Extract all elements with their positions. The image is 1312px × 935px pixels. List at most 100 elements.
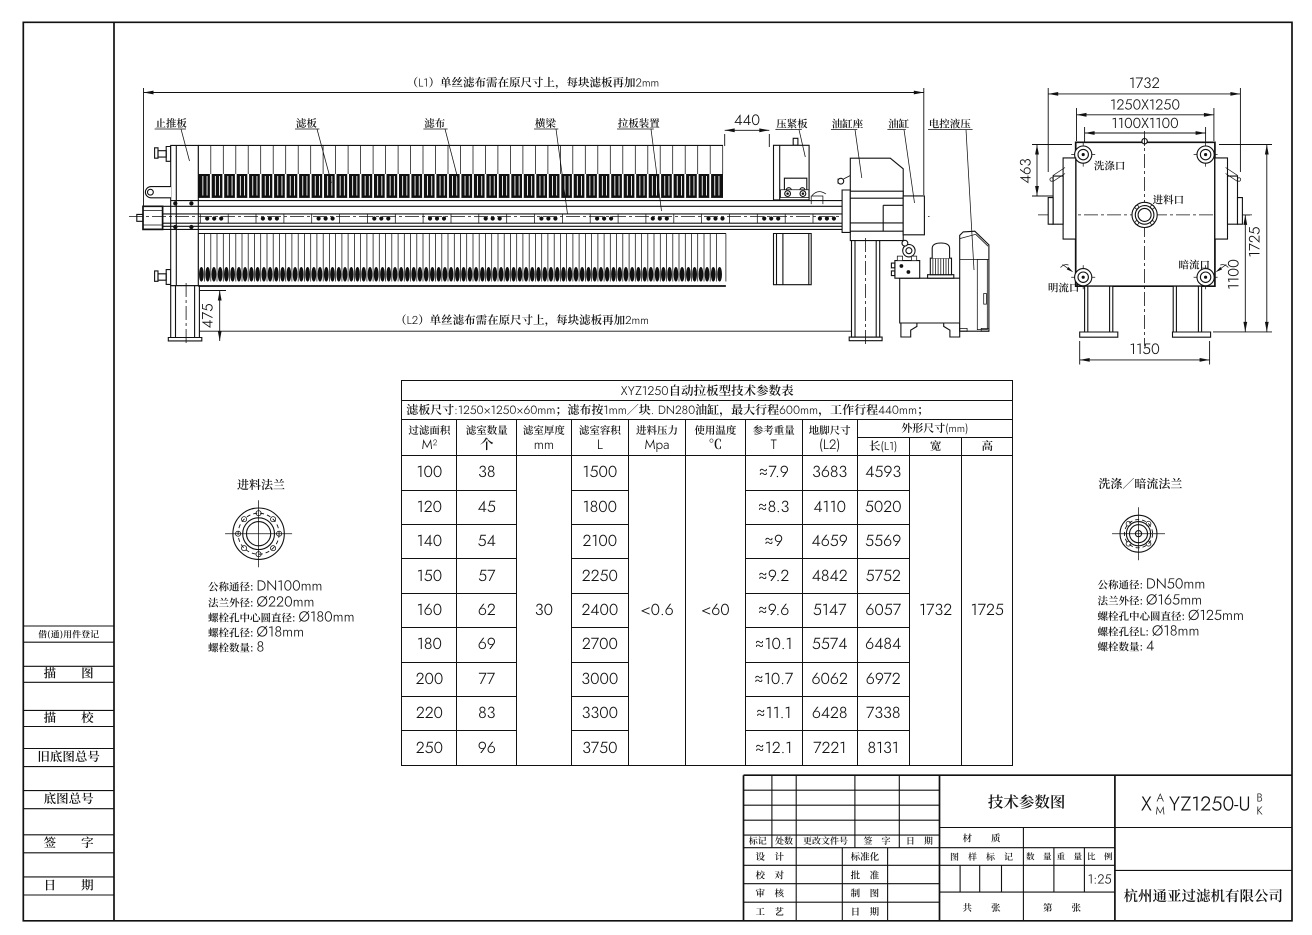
title-block-row-label: 标准化: [851, 849, 880, 863]
title-block-rev-header: 签 字: [863, 834, 890, 847]
dim-440: 440: [734, 109, 760, 131]
table-cell: 7221: [801, 730, 858, 766]
table-subtitle: 滤板尺寸:1250×1250×60mm；滤布按1mm／块. DN280油缸，最大…: [401, 400, 1014, 421]
table-cell: 77: [456, 661, 518, 697]
part-label: 滤板: [296, 116, 317, 131]
table-cell: 3000: [570, 661, 629, 697]
front-legs: [1080, 286, 1211, 337]
table-cell: 38: [456, 455, 518, 491]
dim-1150: 1150: [1129, 338, 1160, 360]
front-view: 1732 1250X1250 1100X1100 463 1725 1100 1…: [1015, 72, 1273, 365]
table-cell: 6057: [856, 592, 910, 629]
table-cell: ≈9.6: [744, 592, 803, 629]
sidebar-field-label: 描 校: [44, 708, 95, 726]
dim-1100: 1100: [1222, 259, 1244, 290]
table-cell-merged: <0.6: [627, 455, 687, 766]
table-cell: ≈9.2: [744, 558, 803, 594]
plate-stack-lower: [198, 234, 726, 287]
title-block-rev-header: 日 期: [906, 834, 933, 847]
port-label-wash: 洗涤口: [1094, 159, 1126, 174]
part-label: 滤布: [424, 116, 445, 131]
outline-subheader: 长(L1): [856, 437, 910, 457]
table-cell-merged: <60: [685, 455, 746, 766]
part-label: 油缸座: [832, 116, 864, 131]
table-cell: 69: [456, 627, 518, 663]
table-cell: 6972: [856, 661, 910, 697]
part-label: 电控液压: [929, 116, 971, 131]
side-view: （L1）单丝滤布需在原尺寸上，每块滤板再加2mm （L2）单丝滤布需在原尺寸上，…: [129, 76, 989, 347]
side-rail-right: [1215, 158, 1243, 239]
column-header: 滤室数量个: [456, 419, 518, 457]
part-label: 拉板装置: [618, 116, 660, 131]
title-block-sheetno: 第 张: [1043, 900, 1082, 914]
table-cell: ≈12.1: [744, 730, 803, 766]
main-beam: [129, 201, 930, 230]
table-cell: 57: [456, 558, 518, 594]
control-cabinet: [960, 231, 989, 331]
table-cell: 6484: [856, 627, 910, 663]
flange-spec-line: 螺栓孔中心圆直径:Ø125mm: [1098, 605, 1244, 626]
port-label-dark: 暗流口: [1179, 258, 1211, 273]
press-plate: [774, 138, 812, 284]
flange-spec-line: 螺栓孔径L:Ø18mm: [1098, 620, 1200, 641]
dim-1250x1250: 1250X1250: [1110, 94, 1180, 115]
table-cell: 5752: [856, 558, 910, 594]
table-cell: 62: [456, 592, 518, 629]
title-block-qty: 数 量: [1026, 851, 1052, 863]
drawing-title: 技术参数图: [988, 791, 1066, 813]
outline-subheader: 高: [961, 437, 1014, 457]
table-cell: 83: [456, 695, 518, 732]
l2-note-label: （L2）单丝滤布需在原尺寸上，每块滤板再加2mm: [395, 313, 649, 329]
table-title: XYZ1250自动拉板型技术参数表: [401, 380, 1014, 402]
table-title-row: XYZ1250自动拉板型技术参数表: [401, 380, 1014, 402]
table-cell: 140: [401, 523, 458, 560]
title-block-scale: 比 例: [1087, 851, 1113, 863]
table-cell: 2100: [570, 523, 629, 560]
title-block-rev-header: 标记: [749, 834, 767, 847]
port-label-feed: 进料口: [1153, 193, 1185, 208]
outline-header: 外形尺寸(mm): [856, 419, 1014, 439]
table-cell: ≈8.3: [744, 489, 803, 525]
table-cell: 2400: [570, 592, 629, 629]
title-block-material: 材 质: [962, 831, 1000, 845]
column-header: 地脚尺寸(L2): [801, 419, 858, 457]
company-name: 杭州通亚过滤机有限公司: [1124, 885, 1284, 906]
table-cell: 3750: [570, 730, 629, 766]
dim-1725: 1725: [1243, 226, 1265, 257]
l1-note-label: （L1）单丝滤布需在原尺寸上，每块滤板再加2mm: [407, 76, 659, 92]
flange-wash: 洗涤／暗流法兰 公称通径:DN50mm 法兰外径:Ø165mm 螺栓孔中心圆直径…: [1098, 475, 1244, 656]
table-cell: 45: [456, 489, 518, 525]
table-cell: 3300: [570, 695, 629, 732]
table-cell: ≈11.1: [744, 695, 803, 732]
table-cell: 4110: [801, 489, 858, 525]
title-block-row-label: 设 计: [756, 849, 785, 863]
plate-stack-upper: [198, 145, 723, 198]
table-cell: ≈10.1: [744, 627, 803, 663]
flange-feed: 进料法兰 公称通径:DN100mm 法兰外径:Ø220mm 螺栓孔中心圆直径:Ø…: [208, 476, 355, 657]
table-cell: 3683: [801, 455, 858, 491]
table-subtitle-row: 滤板尺寸:1250×1250×60mm；滤布按1mm／块. DN280油缸，最大…: [401, 400, 1014, 421]
column-header: 使用温度℃: [685, 419, 746, 457]
binding-strip: 借(通)用件登记 描 图 描 校 旧底图总号 底图总号 签 字 日 期: [23, 626, 114, 895]
model-bot2: K: [1257, 804, 1264, 820]
model-top1: A: [1157, 791, 1165, 807]
sidebar-field-label: 描 图: [44, 664, 94, 682]
table-cell-merged: 30: [516, 455, 572, 766]
title-block-row-label: 制 图: [851, 886, 880, 900]
flange-title: 进料法兰: [237, 476, 285, 493]
title-block-row-label: 日 期: [851, 904, 880, 918]
model-top2: B: [1257, 791, 1263, 807]
table-cell-merged: 1732: [908, 455, 963, 766]
